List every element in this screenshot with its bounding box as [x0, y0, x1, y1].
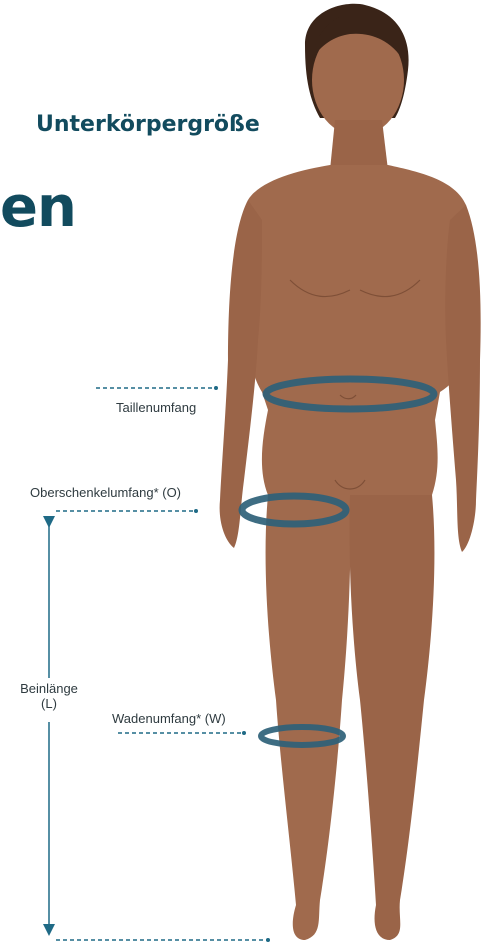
leg-length-label-line1: Beinlänge — [18, 681, 80, 696]
figure-body — [220, 4, 481, 940]
leg-length-label: Beinlänge (L) — [18, 681, 80, 711]
section-subtitle: Unterkörpergröße — [36, 112, 260, 137]
torso — [246, 165, 470, 495]
left-leg — [266, 495, 351, 940]
leg-length-label-line2: (L) — [18, 696, 80, 711]
thigh-label: Oberschenkelumfang* (O) — [30, 485, 181, 500]
page-title: en — [0, 178, 90, 238]
neck — [330, 120, 388, 170]
calf-label: Wadenumfang* (W) — [112, 711, 226, 726]
right-arm — [445, 205, 480, 552]
right-leg — [349, 495, 434, 940]
waist-label: Taillenumfang — [116, 400, 196, 415]
